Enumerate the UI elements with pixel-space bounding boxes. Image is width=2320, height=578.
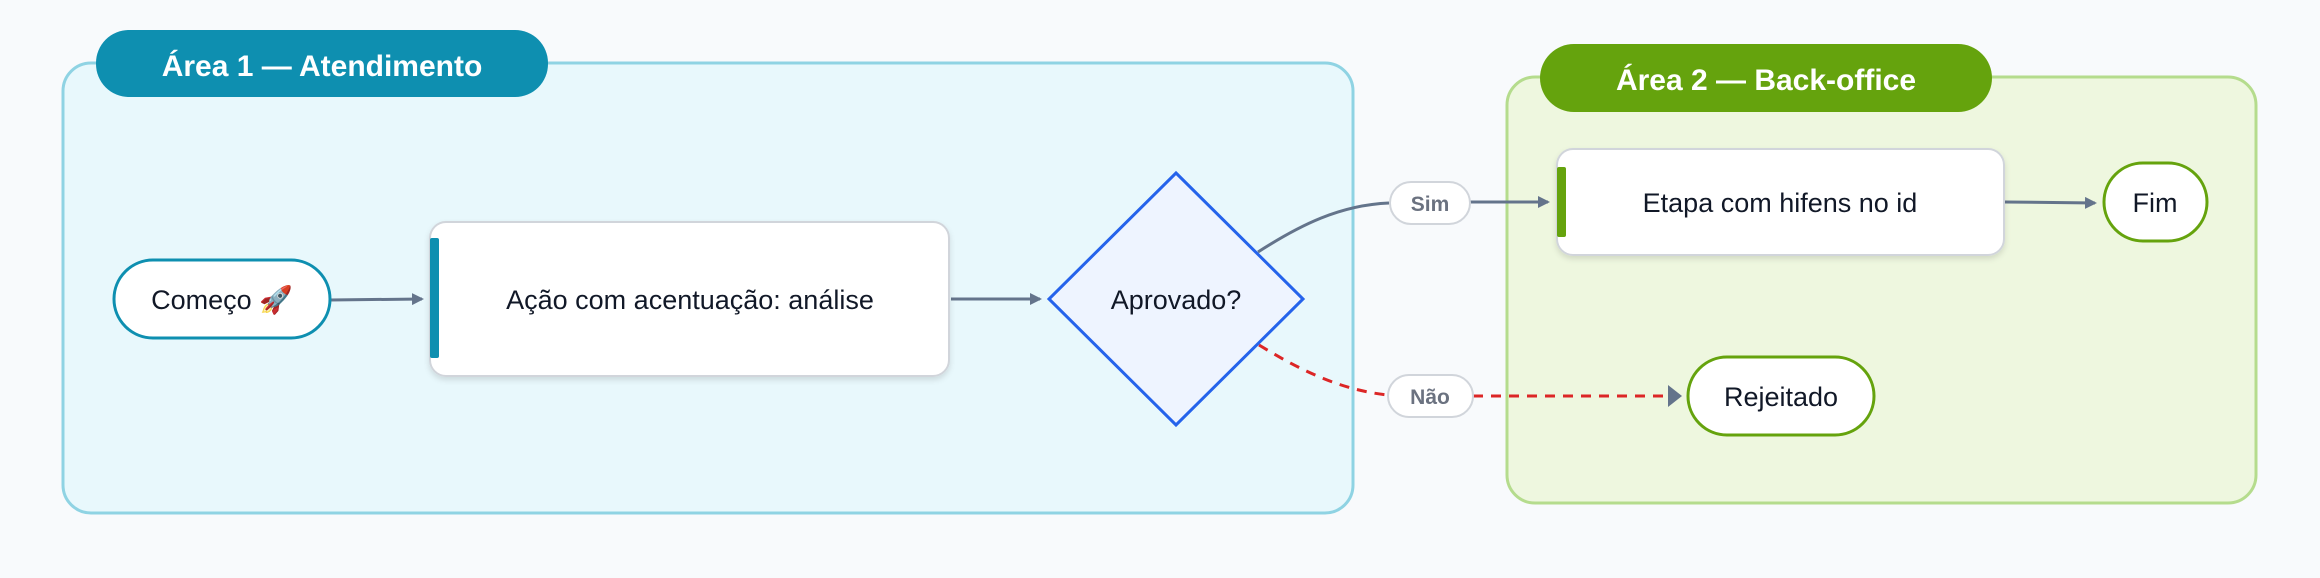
edge-label-nao-text: Não	[1410, 386, 1450, 409]
edge-decision-yes	[1257, 201, 1390, 254]
node-step-label: Etapa com hifens no id	[1643, 188, 1918, 218]
node-start-label: Começo 🚀	[151, 284, 293, 315]
node-decision-label: Aprovado?	[1111, 285, 1242, 315]
node-step-accent-bar	[1557, 167, 1566, 237]
node-step[interactable]: Etapa com hifens no id	[1556, 148, 2005, 256]
node-end[interactable]: Fim	[2102, 161, 2209, 243]
node-rejected[interactable]: Rejeitado	[1686, 355, 1876, 437]
lane-back-office-title: Área 2 — Back-office	[1616, 63, 1916, 97]
edge-label-nao: Não	[1387, 374, 1474, 418]
lane-back-office-area	[1505, 75, 2258, 505]
edge-no-arrowhead	[1668, 385, 1682, 407]
edge-label-sim-text: Sim	[1411, 193, 1450, 216]
lane-atendimento-title: Área 1 — Atendimento	[162, 49, 483, 83]
node-rejected-label: Rejeitado	[1724, 382, 1838, 412]
edge-label-sim: Sim	[1389, 181, 1471, 225]
node-end-label: Fim	[2133, 188, 2178, 218]
lane-back-office: Área 2 — Back-office	[1505, 44, 2258, 505]
node-action[interactable]: Ação com acentuação: análise	[429, 221, 950, 377]
lane-atendimento-header	[96, 30, 548, 97]
edge-start-to-action	[329, 293, 424, 306]
lane-back-office-header	[1540, 44, 1992, 112]
edge-step-to-end	[2004, 196, 2097, 209]
node-start[interactable]: Começo 🚀	[112, 258, 332, 340]
node-action-accent-bar	[430, 238, 439, 358]
node-action-label: Ação com acentuação: análise	[506, 285, 874, 315]
node-decision[interactable]: Aprovado?	[1046, 170, 1306, 428]
